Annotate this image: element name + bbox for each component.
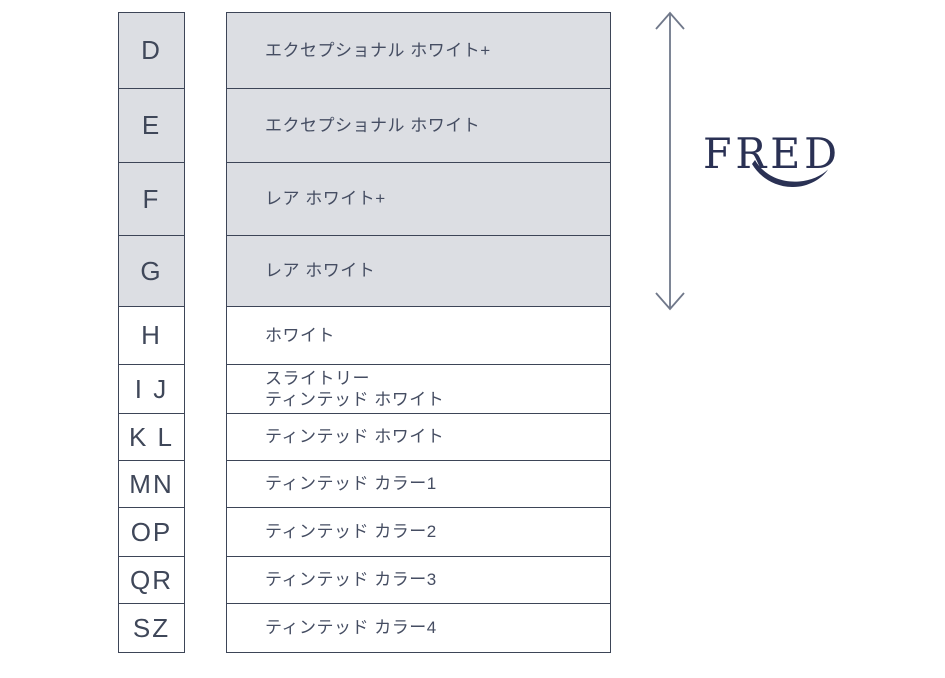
grade-letter-cell: SZ [119, 603, 184, 652]
grade-letter-cell: MN [119, 460, 184, 507]
grade-label-cell: ティンテッド カラー3 [227, 556, 610, 603]
grade-label-cell: ティンテッド ホワイト [227, 413, 610, 460]
fred-logo-swash [752, 160, 828, 188]
grade-label-column: エクセプショナル ホワイト+ エクセプショナル ホワイト レア ホワイト+ レア… [226, 12, 611, 653]
grade-letter-cell: G [119, 235, 184, 306]
grade-label-cell: エクセプショナル ホワイト [227, 88, 610, 162]
grade-label-cell: エクセプショナル ホワイト+ [227, 13, 610, 88]
grade-letter-column: D E F G H I J K L MN OP QR SZ [118, 12, 185, 653]
grade-letter-cell: H [119, 306, 184, 364]
grade-letter-cell: QR [119, 556, 184, 603]
grade-label-cell: ティンテッド カラー4 [227, 603, 610, 652]
grade-label-cell: ティンテッド カラー1 [227, 460, 610, 507]
grade-letter-cell: E [119, 88, 184, 162]
grade-letter-cell: D [119, 13, 184, 88]
grade-label-cell: レア ホワイト+ [227, 162, 610, 235]
fred-logo-text: FRED [703, 129, 841, 178]
double-headed-arrow-icon [655, 11, 685, 311]
grade-label-cell: スライトリー ティンテッド ホワイト [227, 364, 610, 413]
grade-label-cell: ホワイト [227, 306, 610, 364]
grade-letter-cell: F [119, 162, 184, 235]
grade-letter-cell: I J [119, 364, 184, 413]
grade-label-cell: レア ホワイト [227, 235, 610, 306]
grade-letter-cell: OP [119, 507, 184, 556]
grade-label-cell: ティンテッド カラー2 [227, 507, 610, 556]
grade-letter-cell: K L [119, 413, 184, 460]
fred-logo: FRED [703, 129, 841, 188]
